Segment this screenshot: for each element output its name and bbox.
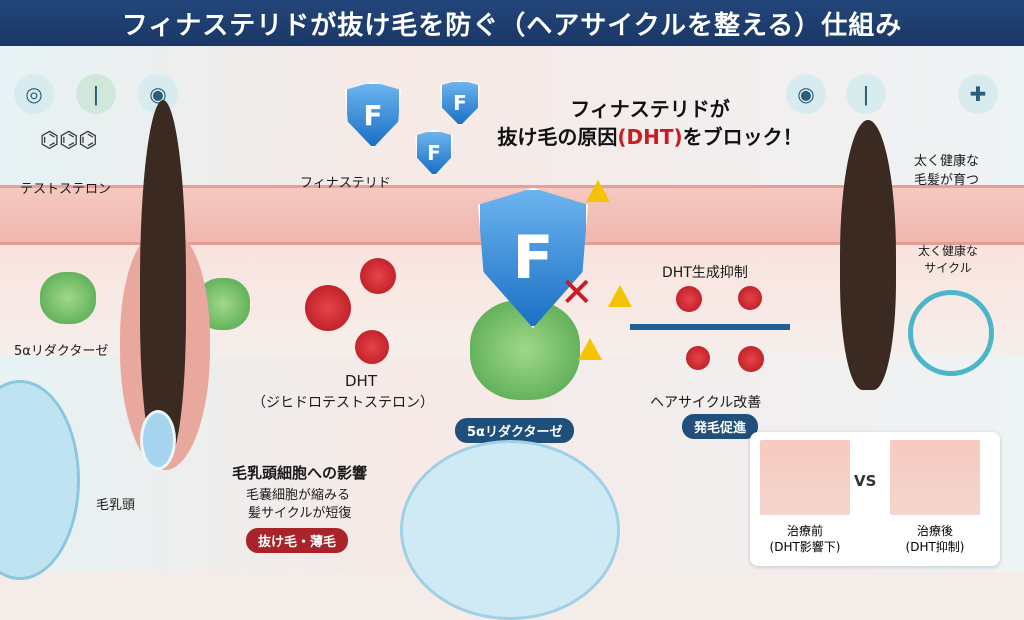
before-label: 治療前 bbox=[786, 524, 823, 538]
healthy-hair-shaft bbox=[840, 120, 896, 390]
dht-label: DHT bbox=[345, 372, 377, 390]
after-label: 治療後 bbox=[916, 524, 953, 538]
hair-cycle-improve-label: ヘアサイクル改善 bbox=[650, 395, 762, 411]
growth-badge: 発毛促進 bbox=[682, 414, 759, 439]
hair-shaft bbox=[140, 100, 186, 460]
hair-follicle-icon: ǀ bbox=[76, 74, 116, 114]
dht-molecule bbox=[360, 258, 396, 294]
hair-cycle-icon bbox=[908, 290, 994, 376]
dht-molecule bbox=[738, 286, 762, 310]
dht-suppression-label: DHT生成抑制 bbox=[662, 265, 748, 281]
before-panel-image bbox=[760, 440, 850, 515]
headline-part: をブロック！ bbox=[682, 125, 803, 149]
dht-molecule bbox=[355, 330, 389, 364]
dht-molecule bbox=[305, 285, 351, 331]
dht-full-label: （ジヒドロテストステロン） bbox=[252, 395, 434, 411]
dht-molecule bbox=[676, 286, 702, 312]
headline-dht: (DHT) bbox=[617, 125, 683, 149]
effect-line-1: 毛嚢細胞が縮みる bbox=[246, 488, 351, 503]
cell-icon: ◉ bbox=[138, 74, 178, 114]
cell-center bbox=[400, 440, 620, 620]
brain-icon: ◎ bbox=[14, 74, 54, 114]
dermal-papilla bbox=[140, 410, 176, 470]
enzyme-center-badge: 5αリダクターゼ bbox=[455, 418, 575, 443]
testosterone-molecule-icon: ⌬⌬⌬ bbox=[40, 128, 98, 153]
enzyme-icon bbox=[40, 272, 96, 324]
eye-icon: ◉ bbox=[786, 74, 826, 114]
before-sublabel: (DHT影響下) bbox=[769, 540, 841, 554]
testosterone-label: テストステロン bbox=[20, 182, 112, 197]
after-sublabel: (DHT抑制) bbox=[905, 540, 965, 554]
papilla-label: 毛乳頭 bbox=[96, 498, 136, 513]
warning-icon bbox=[608, 285, 632, 307]
headline-part: 抜け毛の原因 bbox=[497, 125, 618, 149]
block-x-icon: ✕ bbox=[560, 270, 594, 316]
page-title: フィナステリドが抜け毛を防ぐ（ヘアサイクルを整える）仕組み bbox=[0, 0, 1024, 46]
hair-icon: ǀ bbox=[846, 74, 886, 114]
enzyme-label: 5αリダクターゼ bbox=[14, 344, 109, 359]
dht-molecule bbox=[686, 346, 710, 370]
dht-molecule bbox=[738, 346, 764, 372]
warning-icon bbox=[586, 180, 610, 202]
after-panel-image bbox=[890, 440, 980, 515]
effect-title: 毛乳頭細胞への影響 bbox=[232, 464, 368, 482]
medicine-bottle-icon: ✚ bbox=[958, 74, 998, 114]
healthy-hair-label: 太く健康な 毛髪が育つ bbox=[914, 154, 980, 188]
effect-line-2: 髪サイクルが短復 bbox=[248, 506, 352, 521]
headline-line-2: 抜け毛の原因(DHT)をブロック！ bbox=[470, 124, 830, 150]
hair-loss-badge: 抜け毛・薄毛 bbox=[246, 528, 349, 553]
warning-icon bbox=[578, 338, 602, 360]
headline-line-1: フィナステリドが bbox=[570, 97, 730, 121]
arrow-right bbox=[630, 324, 790, 330]
before-after-comparison: VS 治療前 (DHT影響下) 治療後 (DHT抑制) bbox=[750, 432, 1000, 566]
vs-label: VS bbox=[854, 472, 877, 490]
healthy-cycle-label: 太く健康な サイクル bbox=[918, 244, 979, 275]
finasteride-label: フィナステリド bbox=[300, 176, 391, 191]
